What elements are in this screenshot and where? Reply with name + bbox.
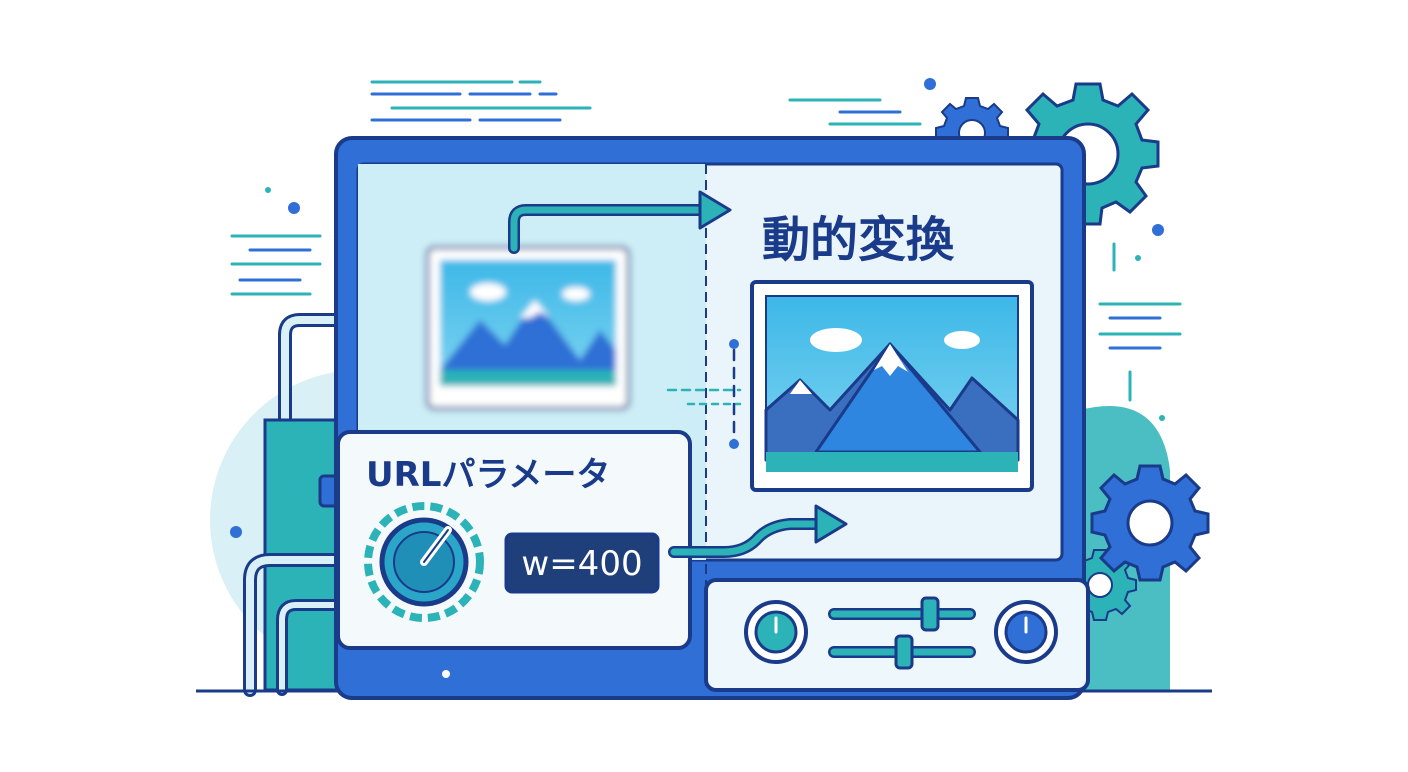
transform-arrow-top [508,190,732,254]
url-parameter-panel: URLパラメータ w=400 [336,430,692,650]
parameter-value: w=400 [521,544,642,584]
decorative-lines-left [230,234,322,296]
decorative-lines-top [370,80,592,122]
decorative-lines-right [1098,242,1182,402]
decorative-lines-right-top [788,98,922,126]
parameter-label: URLパラメータ [366,455,610,495]
slider-top[interactable] [828,596,976,632]
left-dial[interactable] [744,600,808,664]
slider-bottom[interactable] [828,634,976,670]
heading-text: 動的変換 [762,212,955,268]
machine-pipes-left [243,313,348,697]
decorative-dots [230,78,1165,538]
parameter-display [504,532,660,594]
right-dial[interactable] [994,600,1058,664]
control-panel [704,578,1090,692]
blurry-mountain-image-icon [426,246,630,410]
dial-knob-icon[interactable] [364,502,484,622]
sharp-mountain-image-icon [750,280,1034,492]
transform-arrow-bottom [668,504,848,558]
data-connector-lines [666,339,742,449]
